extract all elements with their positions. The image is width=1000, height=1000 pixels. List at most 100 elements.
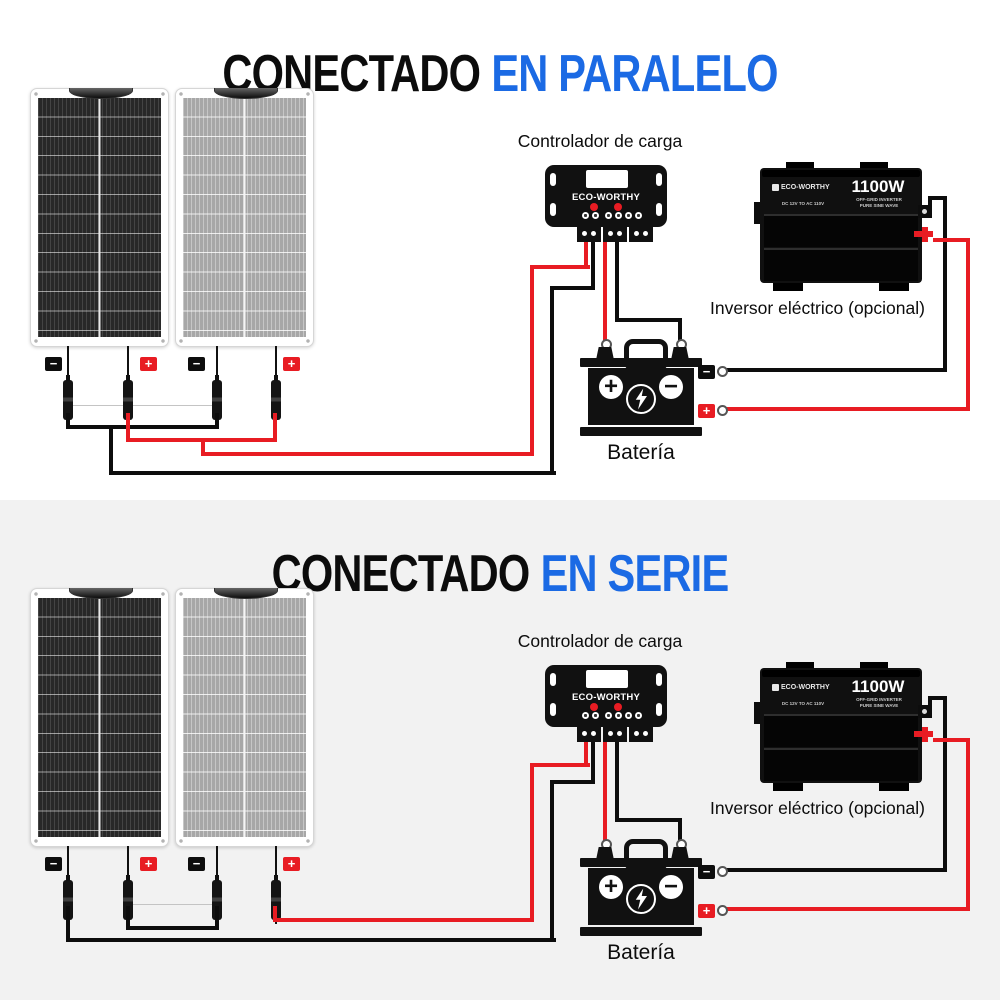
- panel-lead-wire: [67, 346, 69, 384]
- wire-black: [928, 698, 932, 710]
- mounting-slot: [550, 673, 556, 686]
- inverter-top-tab: [786, 662, 814, 670]
- wire-red: [966, 238, 970, 411]
- battery-label: Batería: [607, 441, 675, 464]
- panel-lead-wire: [275, 846, 277, 884]
- inverter-body: ECO-WORTHY 1100W DC 12V TO AC 110V OFF-G…: [760, 168, 922, 283]
- panel-lead-wire: [127, 346, 129, 384]
- wire-red: [584, 235, 588, 269]
- inverter-brand-text: ECO-WORTHY: [781, 184, 830, 191]
- inverter-top-tab: [786, 162, 814, 170]
- battery-body: + −: [588, 368, 694, 425]
- mounting-slot: [656, 673, 662, 686]
- battery-top-plate: [580, 358, 702, 367]
- wire-black: [215, 413, 219, 429]
- inverter-side-tab: [754, 702, 760, 724]
- battery-post-positive: [596, 347, 614, 360]
- inverter-brand-text: ECO-WORTHY: [781, 684, 830, 691]
- wire-red: [603, 235, 607, 347]
- wire-black: [591, 235, 595, 290]
- wire-black: [550, 286, 554, 475]
- controller-label: Controlador de carga: [517, 631, 683, 651]
- terminal-block-solar: [577, 725, 601, 742]
- solar-panel-cells: [38, 598, 161, 837]
- solar-panel-2: [175, 88, 314, 347]
- wire-red: [273, 413, 277, 442]
- battery-bottom-plate: [580, 927, 702, 936]
- wire-red: [530, 265, 590, 269]
- title-accent: EN PARALELO: [491, 44, 778, 103]
- minus-badge: −: [698, 365, 715, 379]
- inverter-spec-line1: OFF-GRID INVERTER: [856, 697, 902, 702]
- wire-black: [109, 425, 113, 475]
- inverter-spec-line2: PURE SINE WAVE: [859, 203, 899, 209]
- inverter-foot: [879, 283, 909, 291]
- charge-controller: ECO-WORTHY: [545, 165, 667, 245]
- terminal-dot: [625, 212, 632, 219]
- eco-worthy-logo-icon: [772, 184, 779, 191]
- battery-top-plate: [580, 858, 702, 867]
- wire-black: [126, 906, 130, 930]
- wire-black: [615, 235, 619, 322]
- terminal-dot: [635, 712, 642, 719]
- status-led: [614, 703, 622, 711]
- inverter-power-rating: 1100W: [851, 177, 905, 196]
- wire-black: [928, 198, 932, 210]
- status-led: [590, 703, 598, 711]
- wire-red: [126, 413, 130, 442]
- inverter-foot: [773, 783, 803, 791]
- panel-lead-wire: [127, 846, 129, 884]
- panel-lead-wire: [275, 346, 277, 384]
- inverter-side-tab: [754, 202, 760, 224]
- plus-badge: +: [698, 404, 715, 418]
- solar-panel-cells: [38, 98, 161, 337]
- wire-black: [725, 368, 947, 372]
- controller-lcd-screen: [586, 670, 628, 688]
- inverter-vent-panel: [764, 248, 918, 281]
- plus-badge: +: [140, 357, 157, 371]
- wire-red: [725, 907, 970, 911]
- inverter-spec-left: DC 12V TO AC 110V: [781, 201, 825, 206]
- inverter-spec-line1: OFF-GRID INVERTER: [856, 197, 902, 202]
- terminal-dot: [592, 212, 599, 219]
- inverter-spec-line2: PURE SINE WAVE: [859, 703, 899, 709]
- terminal-dot: [605, 712, 612, 719]
- inverter-vent-panel: [764, 714, 918, 747]
- inverter-vent-panel: [764, 214, 918, 247]
- terminal-dot: [615, 712, 622, 719]
- terminal-block-load: [629, 725, 653, 742]
- title-accent: EN SERIE: [540, 544, 730, 603]
- minus-badge: −: [45, 357, 62, 371]
- wire-black: [66, 906, 70, 942]
- minus-badge: −: [698, 865, 715, 879]
- battery-post-negative: [671, 847, 689, 860]
- wire-black: [550, 286, 595, 290]
- wire-red: [201, 452, 534, 456]
- inverter-power-rating: 1100W: [851, 677, 905, 696]
- plus-badge: +: [283, 357, 300, 371]
- power-inverter: ECO-WORTHY 1100W DC 12V TO AC 110V OFF-G…: [754, 658, 984, 798]
- solar-panel-2: [175, 588, 314, 847]
- solar-panel-cells: [183, 98, 306, 337]
- status-led: [590, 203, 598, 211]
- wire-red: [933, 238, 970, 242]
- battery-minus-symbol: −: [659, 875, 683, 899]
- inverter-top-bar: [762, 670, 920, 677]
- ring-terminal: [717, 366, 728, 377]
- wire-black: [66, 425, 219, 429]
- wire-black: [615, 318, 682, 322]
- lightning-bolt-icon: [626, 384, 656, 414]
- terminal-dot: [582, 712, 589, 719]
- battery-minus-symbol: −: [659, 375, 683, 399]
- terminal-dot: [605, 212, 612, 219]
- wire-black: [66, 413, 70, 429]
- terminal-block-battery: [603, 225, 627, 242]
- inverter-top-tab: [860, 162, 888, 170]
- wire-black: [550, 780, 595, 784]
- controller-body: ECO-WORTHY: [545, 165, 667, 227]
- plus-badge: +: [140, 857, 157, 871]
- panel-lead-wire: [216, 846, 218, 884]
